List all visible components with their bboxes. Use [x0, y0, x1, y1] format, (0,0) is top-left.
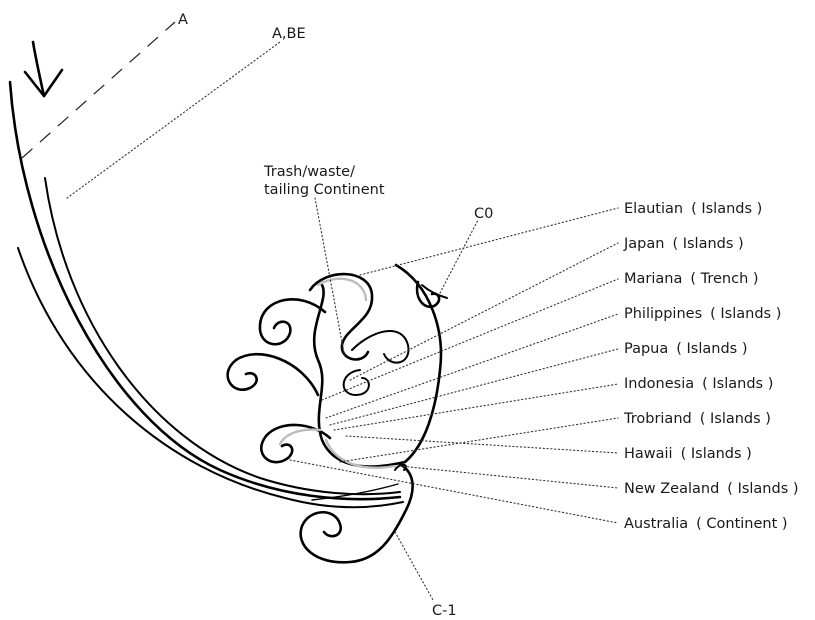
region-label: Japan( Islands ) [623, 236, 744, 252]
region-label: Hawaii( Islands ) [624, 446, 752, 462]
leader-trash [314, 197, 346, 359]
region-label: Australia( Continent ) [624, 516, 788, 532]
current-lines [8, 80, 404, 509]
dashed-line-a [21, 21, 176, 159]
region-label: Mariana( Trench ) [624, 271, 759, 287]
region-label: Papua( Islands ) [624, 341, 748, 357]
region-label: Philippines( Islands ) [624, 306, 781, 322]
leader-cm1 [394, 531, 434, 601]
label-cm1: C-1 [432, 603, 457, 619]
label-abe: A,BE [272, 26, 306, 42]
region-leaders [289, 207, 619, 524]
leader-abe [66, 41, 281, 199]
region-label: Elautian( Islands ) [624, 201, 762, 217]
region-list: Elautian( Islands ) Japan( Islands ) Mar… [623, 201, 799, 532]
continent-swirls [226, 263, 448, 469]
label-trash-line2: tailing Continent [264, 182, 385, 198]
leader-c0 [439, 219, 479, 294]
region-label: Indonesia( Islands ) [624, 376, 773, 392]
region-label: New Zealand( Islands ) [624, 481, 799, 497]
lower-blob [299, 462, 414, 564]
label-a: A [178, 12, 188, 28]
region-label: Trobriand( Islands ) [623, 411, 771, 427]
label-trash-line1: Trash/waste/ [263, 164, 355, 180]
label-c0: C0 [474, 206, 493, 222]
down-arrow-icon [23, 40, 64, 98]
